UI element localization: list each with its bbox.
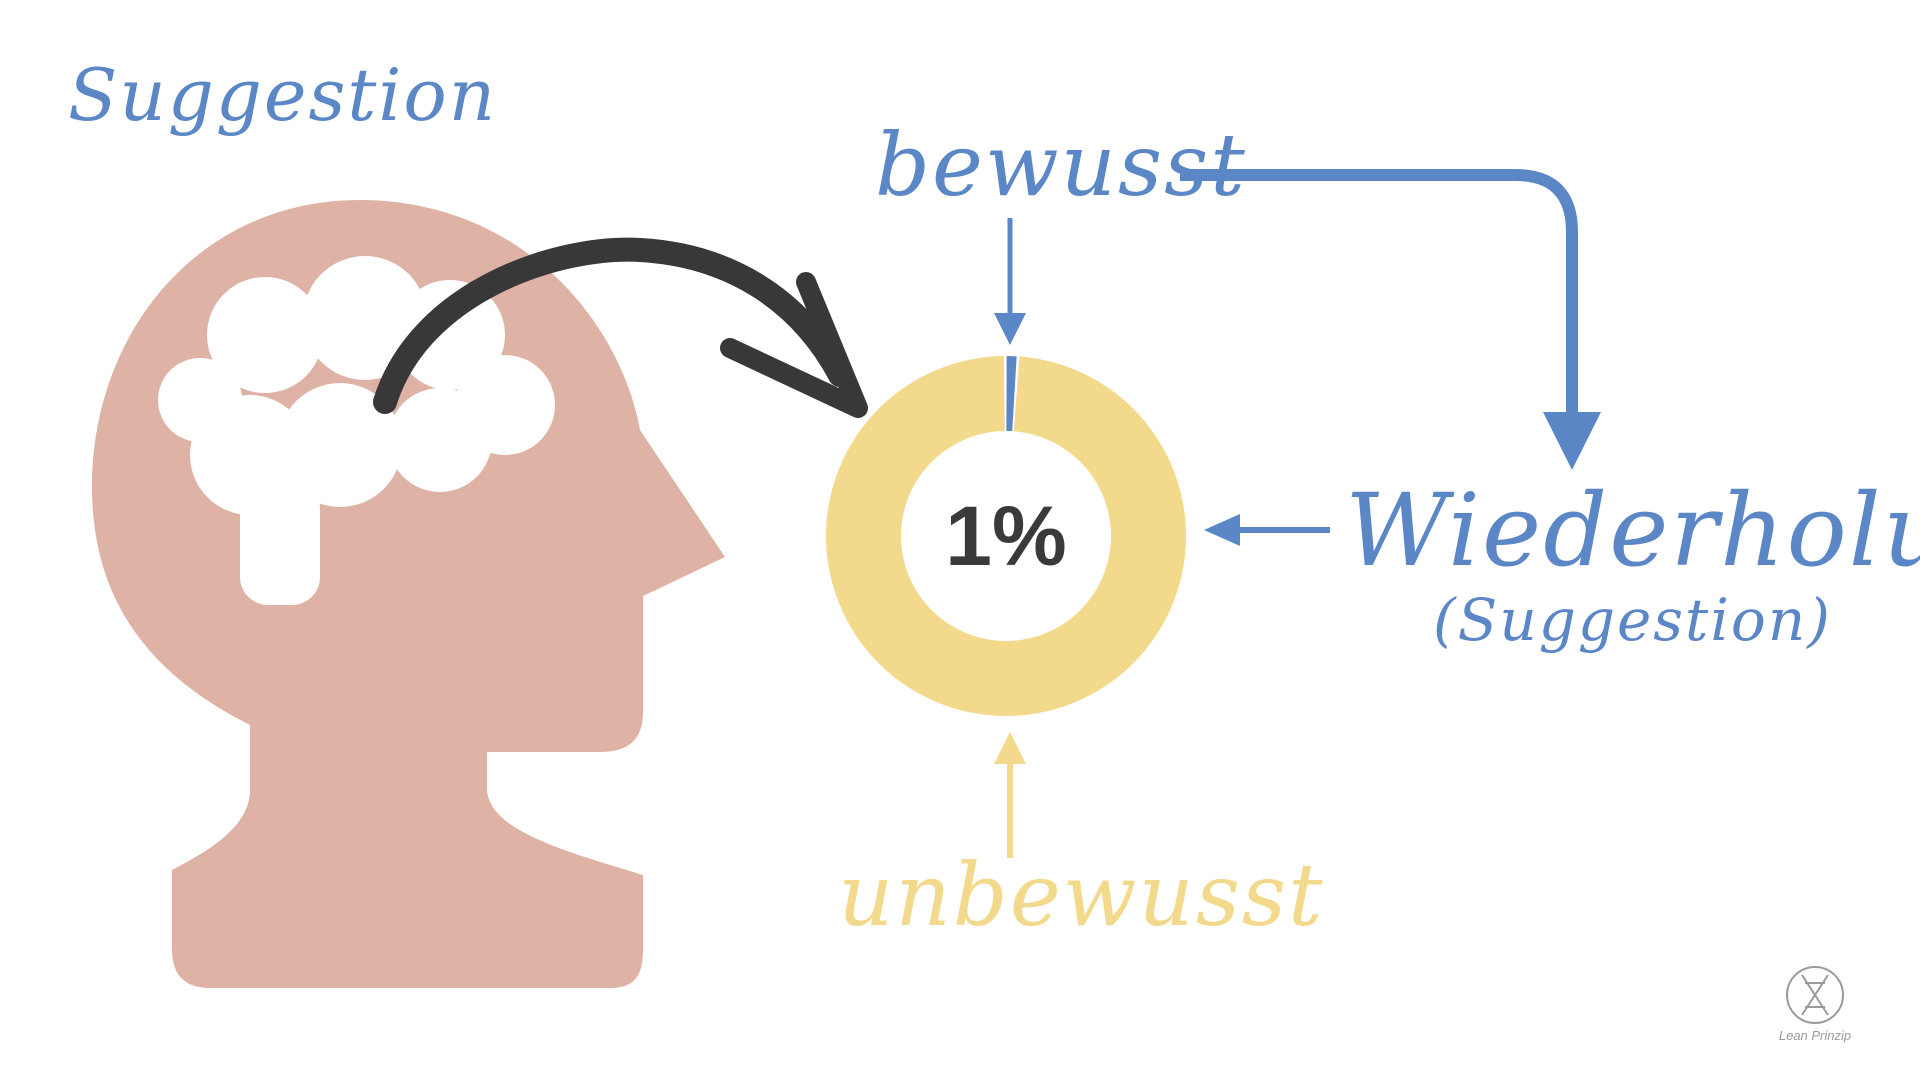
head-icon [91, 200, 725, 988]
brain-cloud-icon [158, 256, 555, 605]
transfer-arrow-icon [373, 237, 868, 418]
arrow-bewusst-to-wiederholung [1180, 169, 1601, 470]
label-wiederholung: Wiederholung [1345, 472, 1920, 589]
awareness-donut-chart: 1% [825, 356, 1186, 717]
donut-segment-unconscious [825, 356, 1186, 717]
dna-hourglass-icon [1786, 966, 1844, 1024]
label-bewusst: bewusst [875, 116, 1247, 216]
label-wiederholung-sub: (Suggestion) [1433, 586, 1832, 654]
arrow-bewusst-down [994, 218, 1026, 345]
label-unbewusst: unbewusst [838, 846, 1325, 946]
arrow-unbewusst-up [994, 732, 1026, 858]
donut-center-label: 1% [945, 489, 1066, 583]
arrow-wiederholung-to-donut [1204, 514, 1330, 546]
lean-prinzip-logo: Lean Prinzip [1779, 966, 1851, 1043]
logo-text: Lean Prinzip [1779, 1028, 1851, 1043]
donut-segment-conscious [1006, 356, 1017, 432]
slide-title: Suggestion [68, 53, 497, 137]
